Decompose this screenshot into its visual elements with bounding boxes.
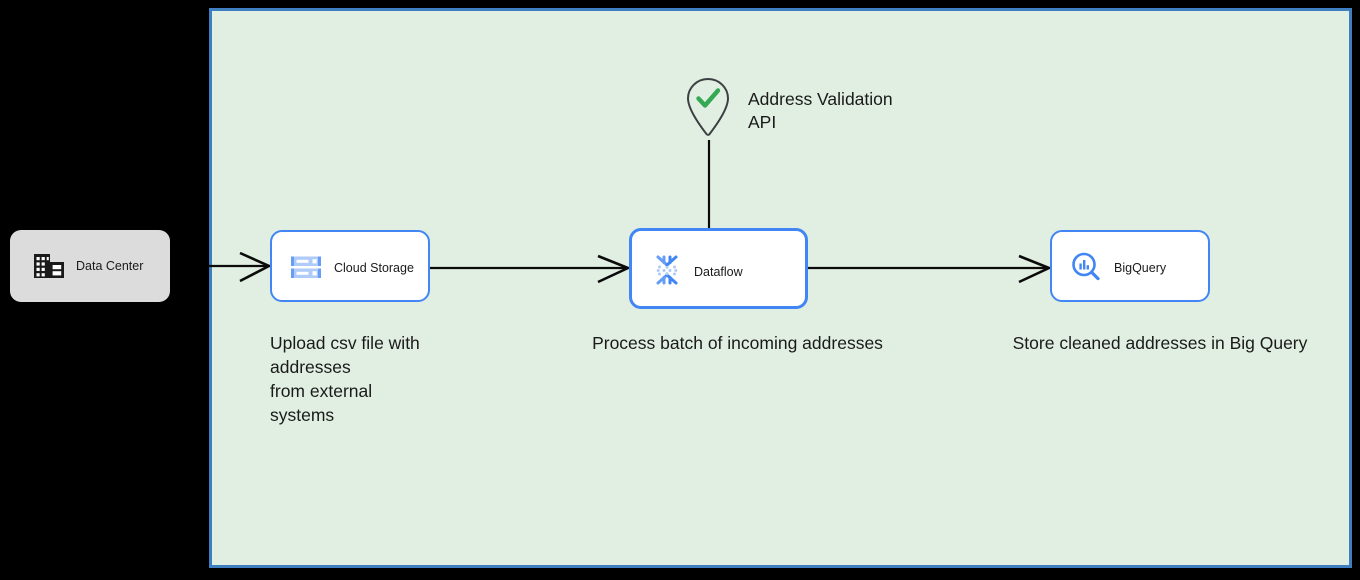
data-center-node[interactable]: Data Center xyxy=(10,230,170,302)
node-bigquery-label: BigQuery xyxy=(1114,261,1167,275)
dataflow-icon xyxy=(650,253,684,287)
api-label: Address Validation API xyxy=(748,88,978,134)
caption-bigquery: Store cleaned addresses in Big Query xyxy=(1012,333,1308,353)
data-center-label: Data Center xyxy=(76,259,144,273)
node-dataflow-label: Dataflow xyxy=(694,264,743,279)
cloud-storage-icon xyxy=(289,250,323,284)
bigquery-icon xyxy=(1069,250,1103,284)
caption-dataflow: Process batch of incoming addresses xyxy=(592,333,883,353)
api-label-line-1: Address Validation xyxy=(748,89,893,109)
node-dataflow[interactable]: Dataflow xyxy=(629,228,808,309)
caption-cloud-storage-line-2: addresses xyxy=(270,357,351,377)
caption-cloud-storage-line-3: from external xyxy=(270,381,373,401)
caption-cloud-storage-line-4: systems xyxy=(270,405,335,425)
node-cloud-storage-label: Cloud Storage xyxy=(334,261,414,275)
map-pin-check-icon[interactable] xyxy=(684,76,732,138)
caption-cloud-storage-line-1: Upload csv file with xyxy=(270,333,420,353)
api-label-line-2: API xyxy=(748,112,777,132)
node-cloud-storage[interactable]: Cloud Storage xyxy=(270,230,430,302)
node-bigquery[interactable]: BigQuery xyxy=(1050,230,1210,302)
building-icon xyxy=(32,248,68,284)
caption-cloud-storage: Upload csv file with addresses from exte… xyxy=(270,331,500,427)
